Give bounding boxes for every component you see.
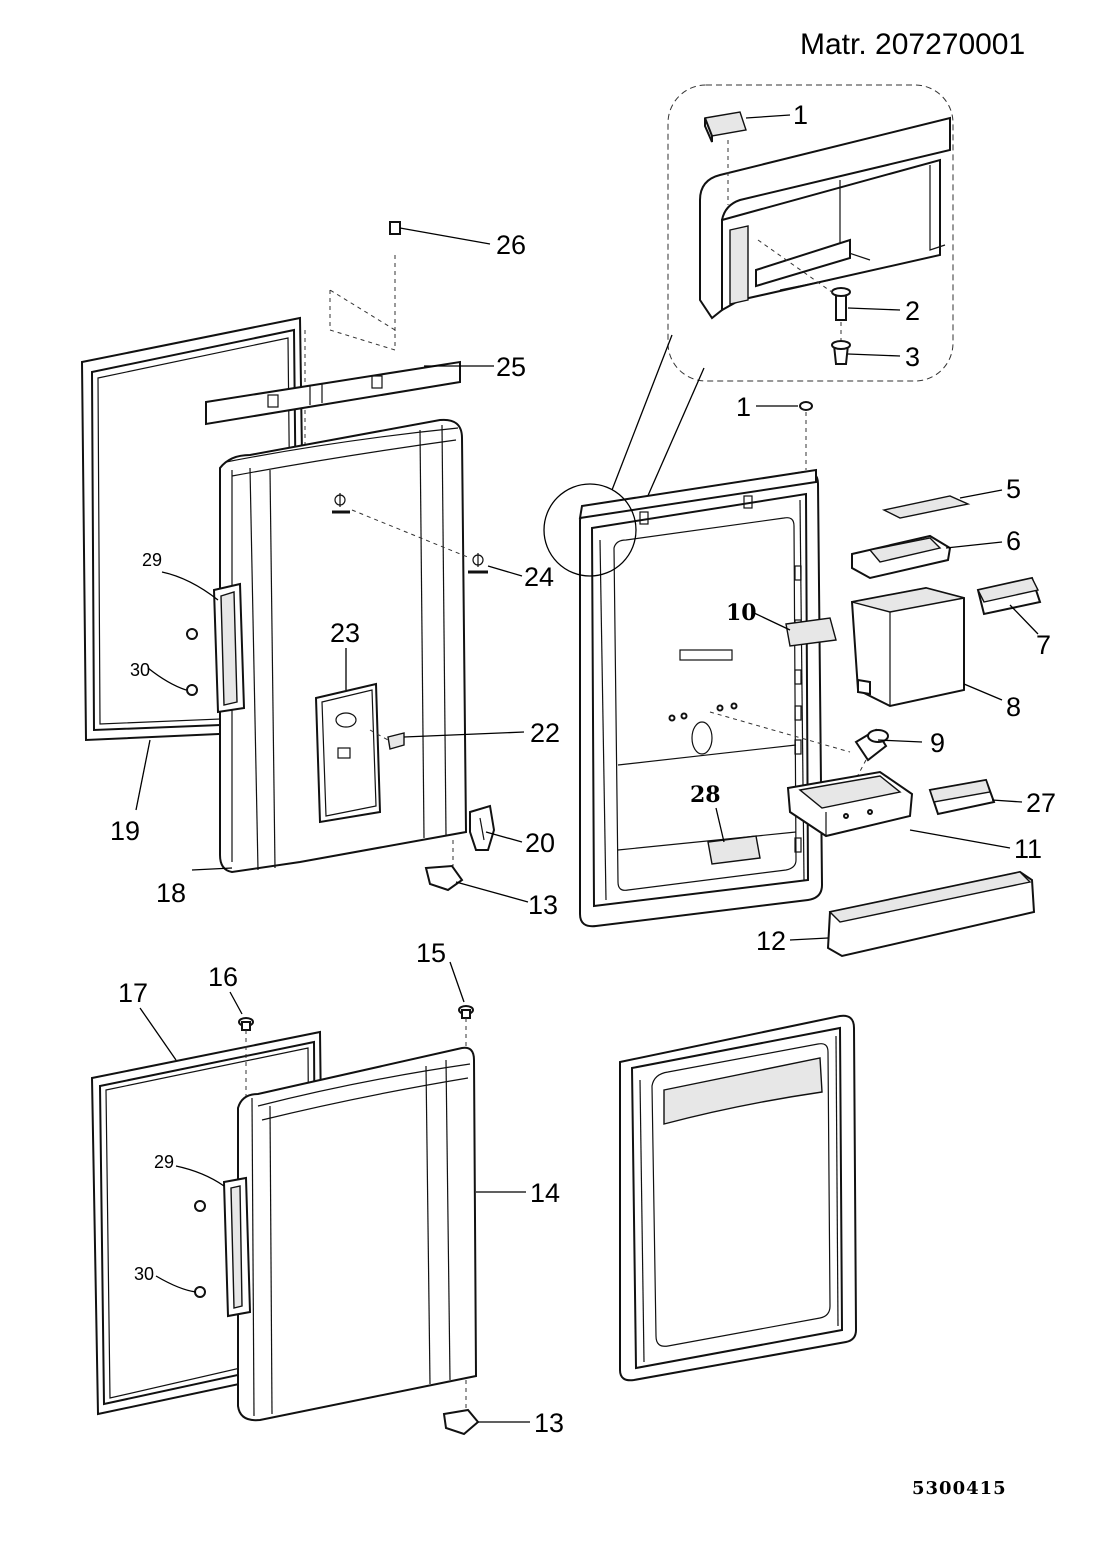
callout-5: 5 [1006,474,1021,504]
leader-lines [135,114,1039,1423]
top-trim-bar [205,360,461,426]
callout-23: 23 [330,618,360,648]
logo-badge [351,509,488,574]
callout-16: 16 [208,962,238,992]
callout-25: 25 [496,352,526,382]
shelf-10 [785,617,837,647]
callout-30-lower: 30 [134,1264,154,1284]
callout-6: 6 [1006,526,1021,556]
callout-1-main: 1 [736,392,751,422]
callout-28: 28 [690,782,721,808]
callout-11: 11 [1014,834,1042,864]
callout-13-upper: 13 [528,890,558,920]
callout-9: 9 [930,728,945,758]
callout-labels: 1 2 3 1 5 6 7 8 9 10 11 12 13 13 14 15 1… [110,100,1056,1438]
callout-12: 12 [756,926,786,956]
shelf-28 [707,835,761,865]
fridge-door-lower [222,1046,478,1422]
callout-30-upper: 30 [130,660,150,680]
callout-14: 14 [530,1178,560,1208]
callout-8: 8 [1006,692,1021,722]
callout-19: 19 [110,816,140,846]
callout-13-lower: 13 [534,1408,564,1438]
callout-17: 17 [118,978,148,1008]
bottle-shelf [826,870,1036,958]
callout-1-detail: 1 [793,100,808,130]
callout-26: 26 [496,230,526,260]
dispenser-tray [786,770,914,838]
callout-2: 2 [905,296,920,326]
ice-container [850,586,965,708]
callout-29-lower: 29 [154,1152,174,1172]
matr-number: Matr. 207270001 [800,28,1026,61]
inner-door-liner-upper [543,468,824,928]
callout-10: 10 [726,600,757,626]
inner-door-liner-lower [619,1014,858,1382]
callout-15: 15 [416,938,446,968]
callout-3: 3 [905,342,920,372]
callout-22: 22 [530,718,560,748]
clip-part [389,221,401,235]
callout-18: 18 [156,878,186,908]
drawing-number: 5300415 [912,1478,1007,1499]
callout-7: 7 [1036,630,1051,660]
freezer-door-upper [212,418,468,874]
callout-20: 20 [525,828,555,858]
callout-24: 24 [524,562,554,592]
detail-view-bubble [611,84,954,549]
callout-27: 27 [1026,788,1056,818]
callout-29-upper: 29 [142,550,162,570]
